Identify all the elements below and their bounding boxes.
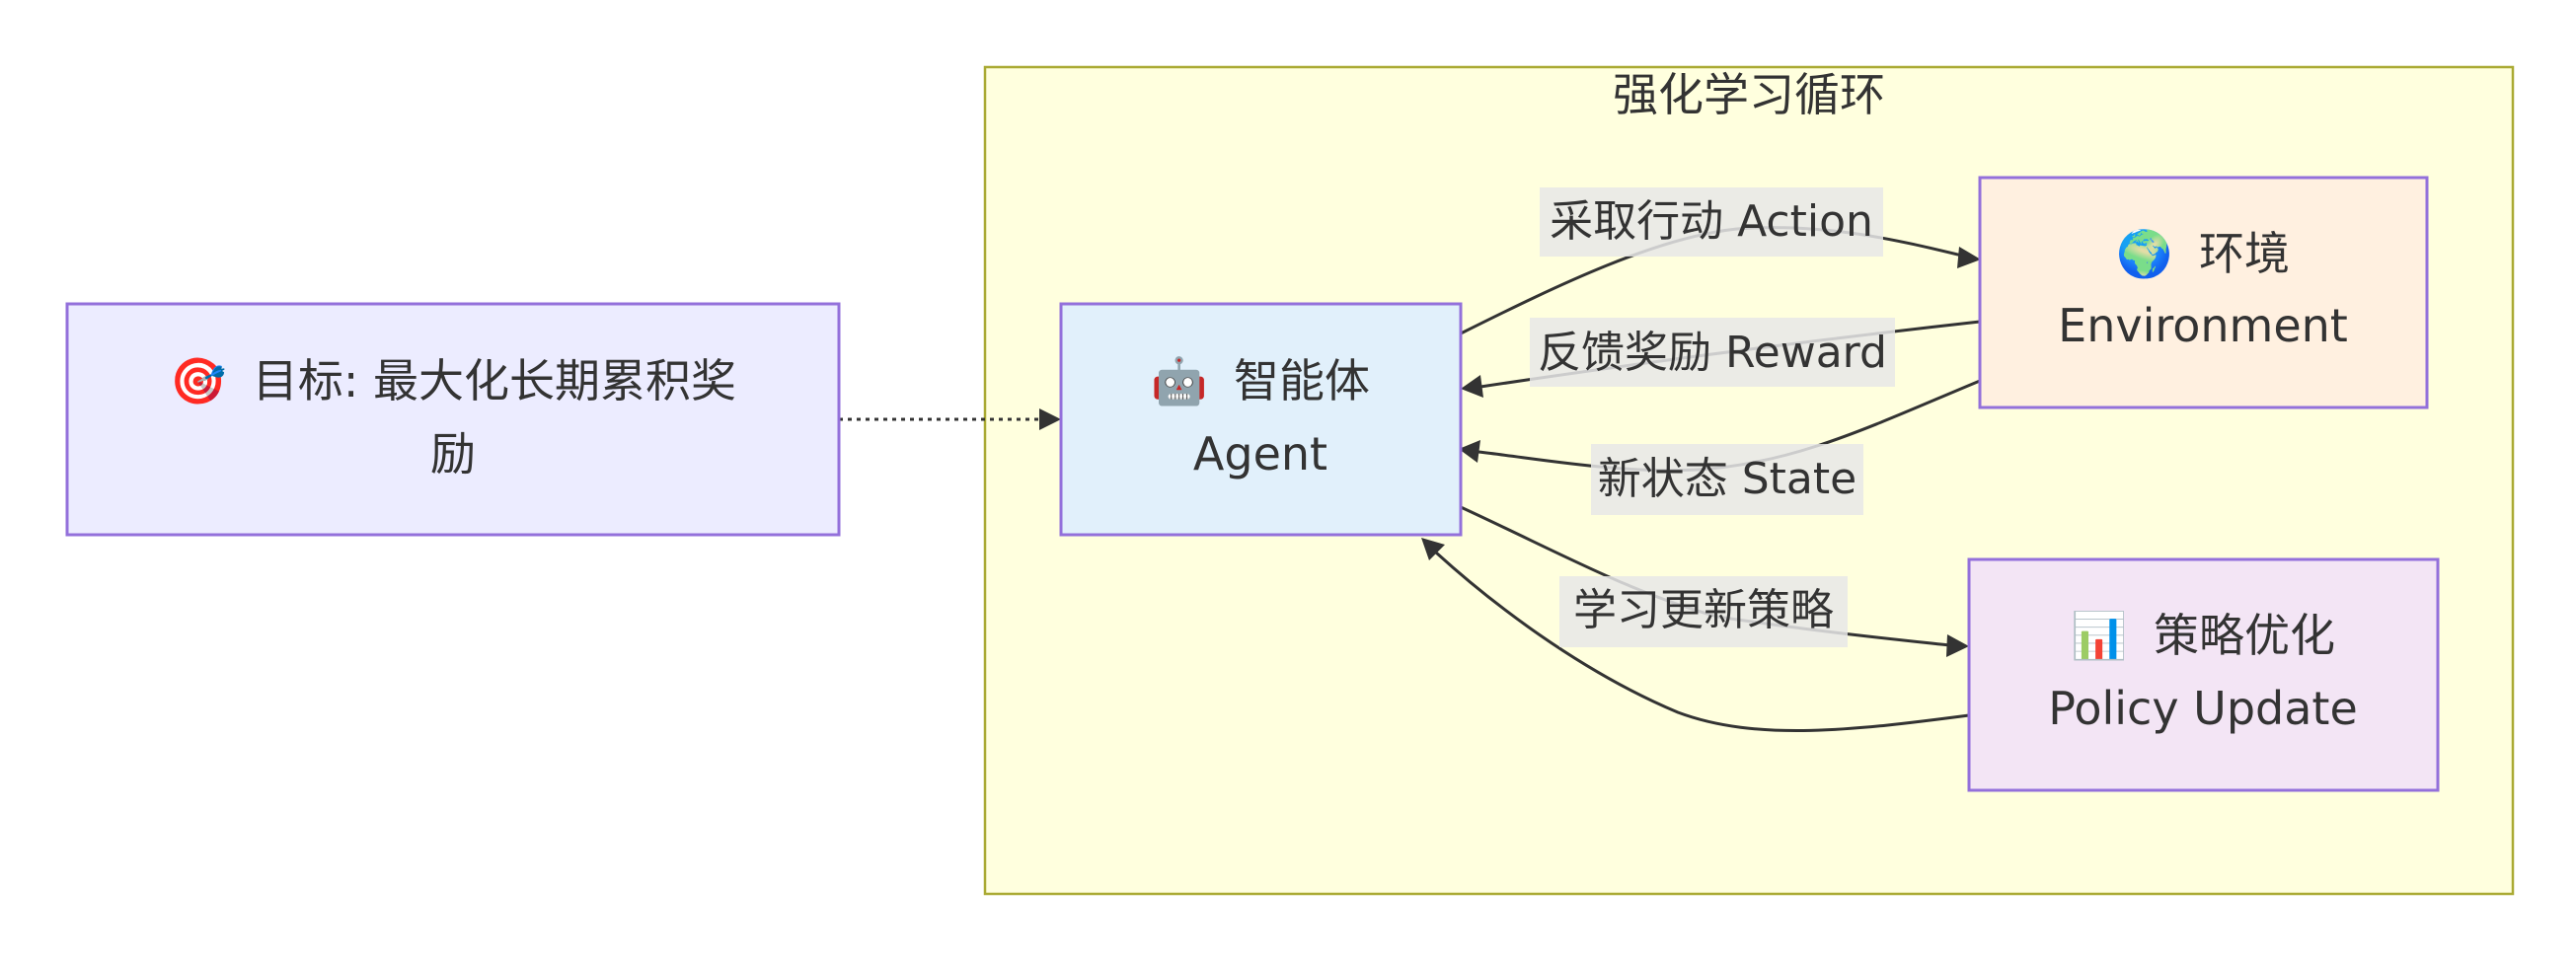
arrowhead-state xyxy=(1459,440,1480,463)
node-goal[interactable]: 🎯 目标: 最大化长期累积奖 励 xyxy=(65,302,841,537)
target-icon: 🎯 xyxy=(170,354,226,407)
node-environment-box xyxy=(1978,176,2429,409)
node-environment-line1: 环境 xyxy=(2199,227,2290,280)
node-goal-line2: 励 xyxy=(430,427,476,480)
subgraph-title: 强化学习循环 xyxy=(1613,68,1885,121)
edge-label-action-bg xyxy=(1540,187,1883,257)
arrowhead-policy-agent xyxy=(1421,538,1445,560)
edge-label-action: 采取行动 Action xyxy=(1550,196,1873,247)
node-policy-line2: Policy Update xyxy=(2048,682,2358,735)
node-policy[interactable]: 📊 策略优化 Policy Update xyxy=(1967,557,2440,792)
edge-label-reward-bg xyxy=(1530,318,1895,387)
node-policy-box xyxy=(1967,557,2440,792)
node-agent-box xyxy=(1059,302,1463,537)
edge-label-learn-bg xyxy=(1559,576,1848,647)
node-goal-line1-text: 🎯 目标: 最大化长期累积奖 xyxy=(170,354,736,407)
robot-icon: 🤖 xyxy=(1151,354,1207,407)
bar-chart-icon: 📊 xyxy=(2071,609,2127,662)
edge-policy-agent xyxy=(1434,551,1970,733)
node-goal-box xyxy=(65,302,841,537)
node-agent-line1: 智能体 xyxy=(1234,354,1370,407)
edge-label-state-bg xyxy=(1591,444,1863,515)
arrowhead-goal-agent xyxy=(1039,408,1061,430)
arrowhead-learn xyxy=(1946,634,1969,657)
node-policy-line1: 策略优化 xyxy=(2154,609,2335,662)
node-agent[interactable]: 🤖 智能体 Agent xyxy=(1059,302,1463,537)
globe-icon: 🌍 xyxy=(2116,227,2172,280)
node-policy-line1-text: 📊 策略优化 xyxy=(2071,609,2335,662)
node-goal-line1: 目标: 最大化长期累积奖 xyxy=(253,354,736,407)
edge-label-learn: 学习更新策略 xyxy=(1573,585,1834,635)
node-environment-line1-text: 🌍 环境 xyxy=(2116,227,2290,280)
node-agent-line2: Agent xyxy=(1193,427,1327,480)
node-environment[interactable]: 🌍 环境 Environment xyxy=(1978,176,2429,409)
arrowhead-action xyxy=(1957,247,1981,268)
edge-label-state: 新状态 State xyxy=(1598,454,1856,504)
arrowhead-reward xyxy=(1461,375,1483,398)
edge-labels: 采取行动 Action 反馈奖励 Reward 新状态 State 学习更新策略 xyxy=(1530,187,1895,647)
node-agent-line1-text: 🤖 智能体 xyxy=(1151,354,1370,407)
node-environment-line2: Environment xyxy=(2058,299,2348,352)
edge-label-reward: 反馈奖励 Reward xyxy=(1538,328,1887,378)
